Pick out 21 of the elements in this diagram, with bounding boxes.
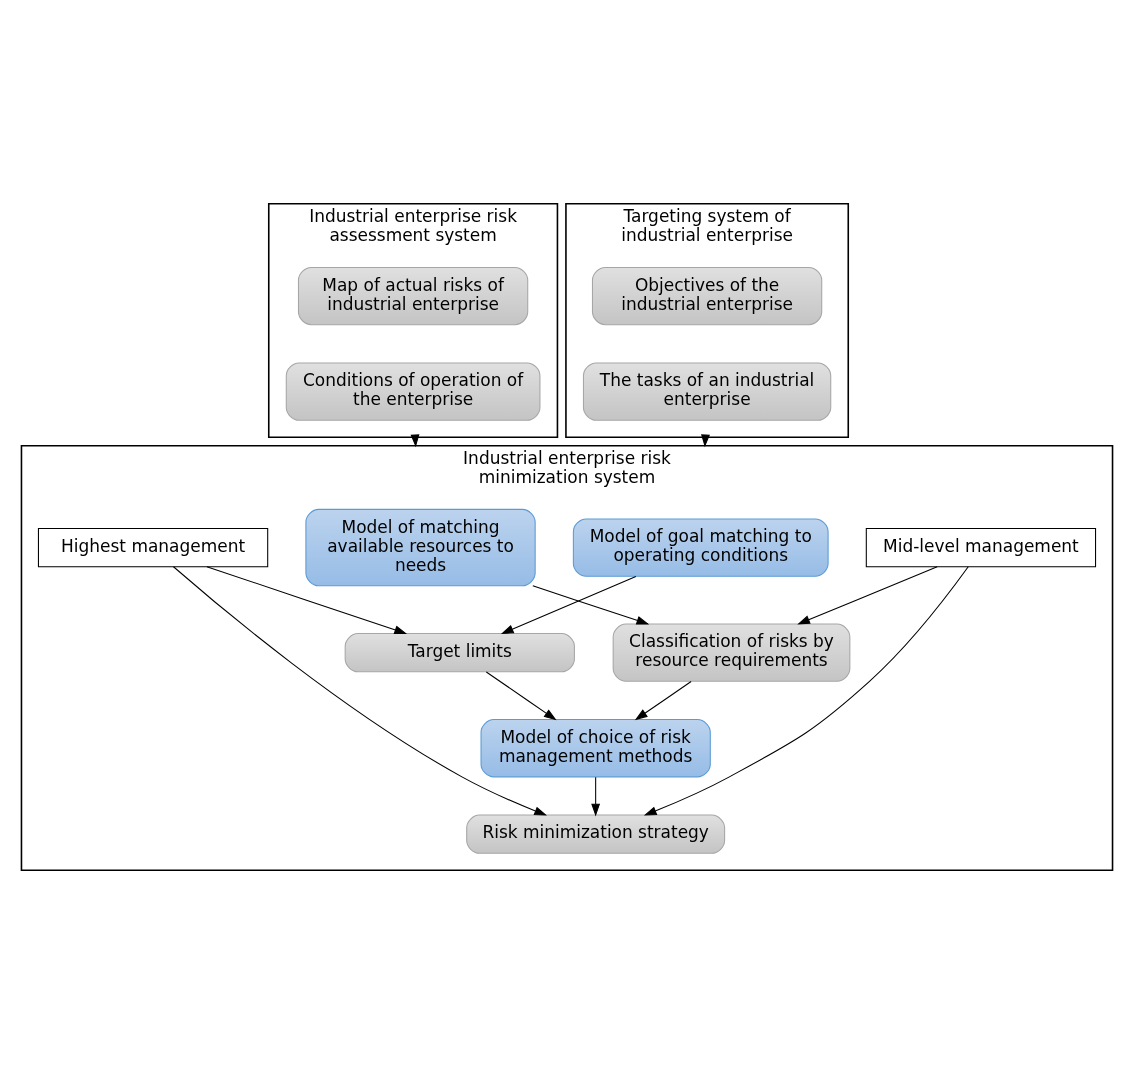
arrow [532, 585, 650, 625]
arrow [172, 566, 548, 816]
node-box: Model of goal matching to operating conditions [572, 518, 829, 577]
node-box: Objectives of the industrial enterprise [591, 266, 823, 326]
node-box: The tasks of an industrial enterprise [582, 362, 832, 421]
node-box: Risk minimization strategy [466, 814, 726, 854]
arrow [591, 776, 601, 817]
node-box: Map of actual risks of industrial enterprise [297, 266, 529, 326]
arrow [634, 681, 692, 721]
node-box: Classification of risks by resource requirements [612, 623, 851, 682]
node-box: Mid-level management [865, 528, 1097, 568]
arrow [206, 566, 408, 635]
node-box: Model of choice of risk management methods [480, 719, 711, 778]
arrow [797, 566, 938, 625]
node-box: Highest management [37, 528, 269, 568]
node-box: Conditions of operation of the enterprise [285, 362, 541, 421]
arrow [500, 575, 637, 635]
node-box: Model of matching available resources to needs [305, 508, 536, 587]
arrow [485, 671, 557, 721]
node-box: Target limits [344, 633, 575, 673]
arrow [643, 566, 969, 816]
